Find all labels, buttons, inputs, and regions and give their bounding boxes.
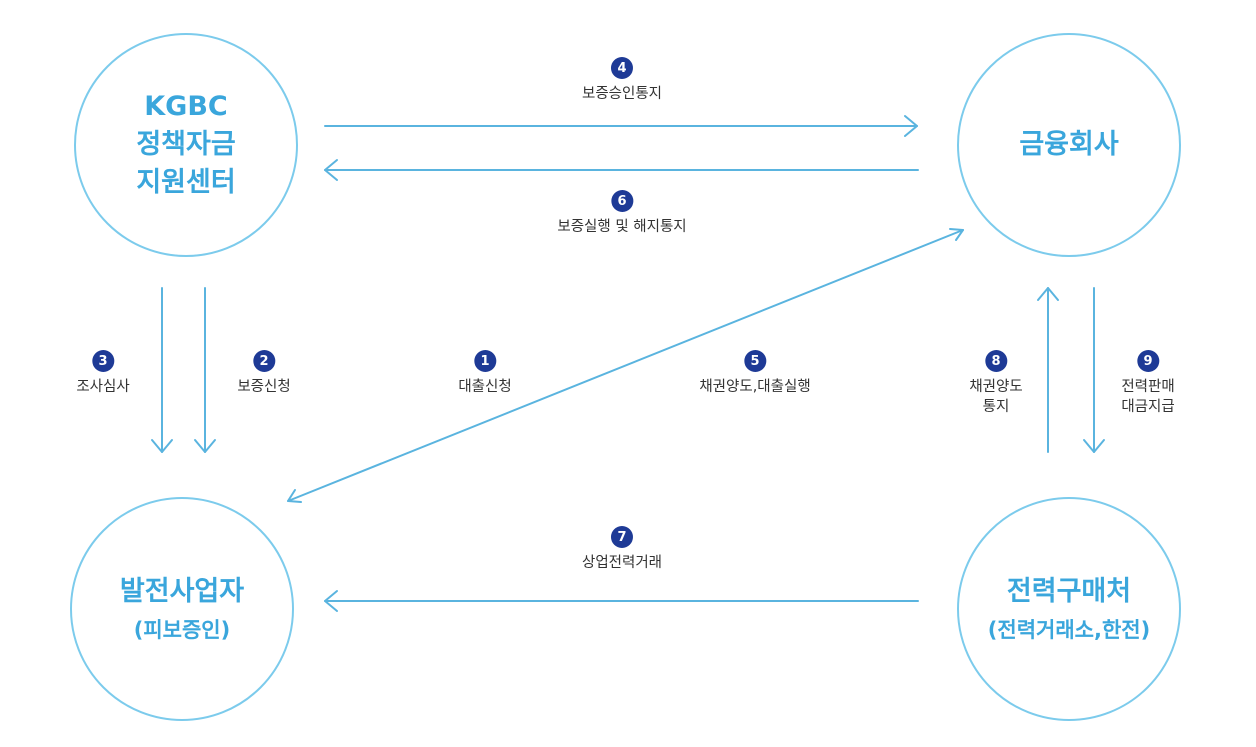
arrow-guarantee-application [194, 287, 216, 453]
step-badge-3: 3 [92, 350, 114, 372]
node-buyer-title: 전력구매처 [1006, 576, 1132, 607]
arrow-assignment-notice [1037, 287, 1059, 453]
node-kgbc-title: KGBC 정책자금 지원센터 [136, 91, 236, 198]
step-badge-1: 1 [474, 350, 496, 372]
step-badge-7: 7 [610, 526, 633, 548]
node-generator-title: 발전사업자 [119, 576, 245, 607]
arrow-guarantee-execution [324, 159, 919, 181]
flow-label-1: 1 대출신청 [458, 350, 512, 397]
node-finance: 금융회사 [957, 33, 1181, 257]
node-finance-title: 금융회사 [1019, 129, 1119, 160]
arrow-loan-diagonal [287, 228, 964, 503]
arrow-guarantee-approval [324, 115, 918, 137]
step-text-3: 조사심사 [76, 379, 130, 395]
flow-label-2: 2 보증신청 [237, 350, 291, 397]
flow-label-6: 6 보증실행 및 해지통지 [557, 190, 687, 237]
arrow-investigation [151, 287, 173, 453]
step-text-6: 보증실행 및 해지통지 [557, 219, 687, 235]
flow-label-5: 5 채권양도,대출실행 [699, 350, 811, 397]
step-badge-6: 6 [611, 190, 633, 212]
step-badge-4: 4 [610, 57, 633, 79]
flow-label-8: 8 채권양도 통지 [969, 350, 1023, 417]
step-text-4: 보증승인통지 [581, 86, 663, 102]
step-badge-2: 2 [253, 350, 275, 372]
flow-label-3: 3 조사심사 [76, 350, 130, 397]
step-text-7: 상업전력거래 [581, 555, 663, 571]
node-generator-subtitle: (피보증인) [133, 618, 231, 642]
step-badge-8: 8 [985, 350, 1007, 372]
step-text-1: 대출신청 [458, 379, 512, 395]
arrow-power-trade [324, 590, 919, 612]
step-text-8: 채권양도 통지 [969, 379, 1023, 415]
flow-label-4: 4 보증승인통지 [582, 57, 662, 104]
node-buyer-subtitle: (전력거래소,한전) [987, 618, 1151, 642]
step-text-5: 채권양도,대출실행 [699, 379, 811, 395]
arrow-payment [1083, 287, 1105, 453]
node-generator: 발전사업자 (피보증인) [70, 497, 294, 721]
step-text-2: 보증신청 [237, 379, 291, 395]
flow-label-9: 9 전력판매 대금지급 [1121, 350, 1175, 417]
step-text-9: 전력판매 대금지급 [1121, 379, 1175, 415]
node-buyer: 전력구매처 (전력거래소,한전) [957, 497, 1181, 721]
step-badge-9: 9 [1137, 350, 1159, 372]
flow-label-7: 7 상업전력거래 [582, 526, 662, 573]
node-kgbc: KGBC 정책자금 지원센터 [74, 33, 298, 257]
step-badge-5: 5 [744, 350, 766, 372]
